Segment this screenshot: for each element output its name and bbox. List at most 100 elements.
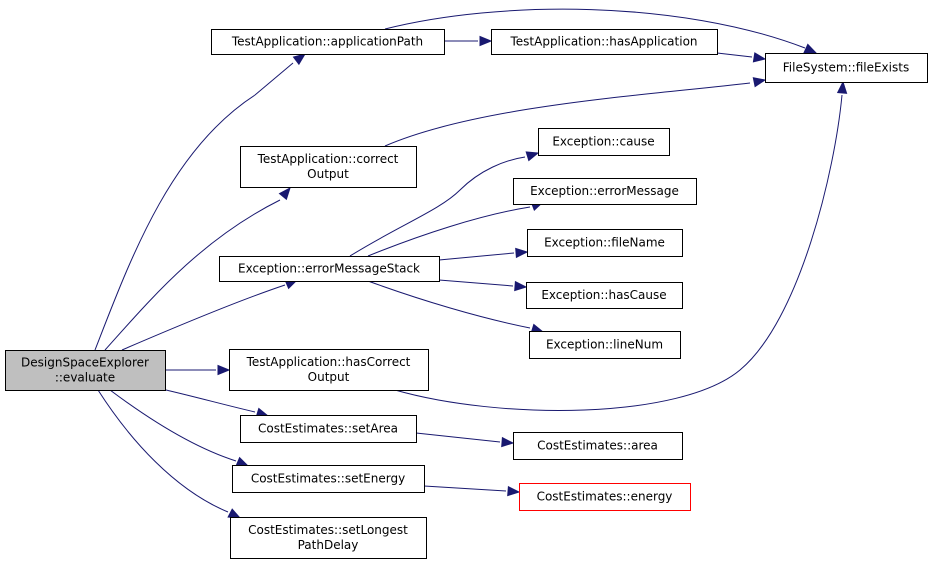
node-ex_lineNum[interactable]: Exception::lineNum (529, 331, 681, 359)
node-fs_fileExists[interactable]: FileSystem::fileExists (765, 53, 928, 83)
edge-line (121, 284, 286, 351)
node-label: CostEstimates::area (537, 439, 658, 453)
edge-dse_evaluate-to-ce_setLongestPathDelay (97, 389, 242, 519)
node-box (240, 415, 417, 443)
node-label: FileSystem::fileExists (783, 61, 909, 75)
edge-arrowhead (803, 43, 818, 54)
node-label: PathDelay (298, 538, 359, 552)
edge-arrowhead (525, 151, 540, 162)
edge-line (384, 8, 806, 49)
node-ex_cause[interactable]: Exception::cause (538, 128, 670, 156)
edges-layer (94, 8, 848, 519)
node-label: CostEstimates::setEnergy (251, 472, 405, 486)
edge-ta_applicationPath-to-ta_hasApplication (444, 35, 493, 47)
edge-line (104, 199, 281, 351)
node-box (538, 128, 670, 156)
edge-arrowhead (479, 35, 493, 47)
edge-line (423, 485, 507, 492)
node-box (240, 146, 417, 188)
node-box (5, 350, 166, 391)
node-ex_hasCause[interactable]: Exception::hasCause (526, 282, 683, 309)
edge-line (394, 94, 843, 411)
node-box (765, 53, 928, 83)
node-ce_setArea[interactable]: CostEstimates::setArea (240, 415, 417, 443)
edge-ta_hasApplication-to-fs_fileExists (716, 52, 767, 63)
node-box (232, 465, 425, 493)
edge-dse_evaluate-to-ta_applicationPath (94, 53, 307, 351)
node-box (513, 432, 683, 460)
node-box (527, 229, 683, 257)
edge-line (716, 52, 753, 58)
node-ce_setEnergy[interactable]: CostEstimates::setEnergy (232, 465, 425, 493)
edge-arrowhead (752, 52, 767, 63)
edge-line (97, 389, 229, 513)
node-label: Exception::lineNum (546, 338, 663, 352)
edge-ex_errorMessageStack-to-ex_cause (349, 151, 540, 257)
node-label: TestApplication::hasCorrect (246, 355, 411, 369)
edge-dse_evaluate-to-ta_hasCorrectOutput (166, 364, 231, 376)
node-ex_errorMessage[interactable]: Exception::errorMessage (513, 178, 697, 205)
node-box (491, 29, 718, 55)
edge-line (415, 432, 501, 443)
nodes-layer: DesignSpaceExplorer::evaluate TestApplica… (5, 29, 928, 559)
node-label: Exception::fileName (544, 236, 665, 250)
edge-dse_evaluate-to-ce_setArea (165, 389, 270, 418)
node-dse_evaluate[interactable]: DesignSpaceExplorer::evaluate (5, 350, 166, 391)
node-ce_area[interactable]: CostEstimates::area (513, 432, 683, 460)
node-box (526, 282, 683, 309)
edge-dse_evaluate-to-ce_setEnergy (109, 389, 250, 467)
edge-arrowhead (235, 456, 250, 467)
node-label: CostEstimates::energy (537, 490, 673, 504)
edge-arrowhead (836, 80, 848, 94)
node-label: Output (307, 167, 349, 181)
edge-line (384, 82, 751, 147)
edge-ta_hasCorrectOutput-to-fs_fileExists (394, 80, 848, 411)
edge-arrowhead (752, 77, 767, 88)
node-box (230, 517, 427, 559)
node-label: TestApplication::applicationPath (231, 35, 423, 49)
edge-line (438, 279, 514, 287)
node-ta_applicationPath[interactable]: TestApplication::applicationPath (211, 29, 445, 55)
edge-line (94, 62, 294, 351)
node-label: TestApplication::correct (257, 152, 399, 166)
node-box (519, 483, 691, 511)
node-box (219, 256, 440, 282)
node-label: DesignSpaceExplorer (21, 356, 149, 370)
node-box (529, 331, 681, 359)
node-ta_hasApplication[interactable]: TestApplication::hasApplication (491, 29, 718, 55)
edge-dse_evaluate-to-ta_correctOutput (104, 186, 291, 351)
node-label: Exception::hasCause (541, 288, 666, 302)
node-label: CostEstimates::setArea (258, 422, 398, 436)
edge-arrowhead (292, 53, 307, 66)
node-ex_fileName[interactable]: Exception::fileName (527, 229, 683, 257)
node-label: Exception::errorMessageStack (238, 262, 420, 276)
node-label: Output (308, 370, 350, 384)
edge-ta_correctOutput-to-fs_fileExists (384, 77, 767, 147)
edge-line (367, 280, 531, 329)
node-ex_errorMessageStack[interactable]: Exception::errorMessageStack (219, 256, 440, 282)
node-box (513, 178, 697, 205)
edge-line (367, 206, 531, 257)
edge-ex_errorMessageStack-to-ex_hasCause (438, 279, 528, 292)
edge-dse_evaluate-to-ex_errorMessageStack (121, 279, 299, 351)
node-label: Exception::errorMessage (530, 184, 679, 198)
node-label: Exception::cause (552, 135, 654, 149)
edge-arrowhead (507, 485, 521, 497)
edge-line (438, 252, 515, 261)
edge-arrowhead (514, 280, 528, 292)
edge-line (109, 389, 237, 462)
node-ce_energy[interactable]: CostEstimates::energy (519, 483, 691, 511)
node-label: ::evaluate (55, 371, 115, 385)
node-box (211, 29, 445, 55)
edge-arrowhead (278, 186, 291, 201)
node-box (229, 349, 429, 391)
edge-arrowhead (501, 436, 515, 448)
edge-ex_errorMessageStack-to-ex_fileName (438, 247, 529, 261)
edge-arrowhead (217, 364, 231, 376)
node-label: TestApplication::hasApplication (509, 35, 697, 49)
edge-ce_setEnergy-to-ce_energy (423, 485, 521, 497)
